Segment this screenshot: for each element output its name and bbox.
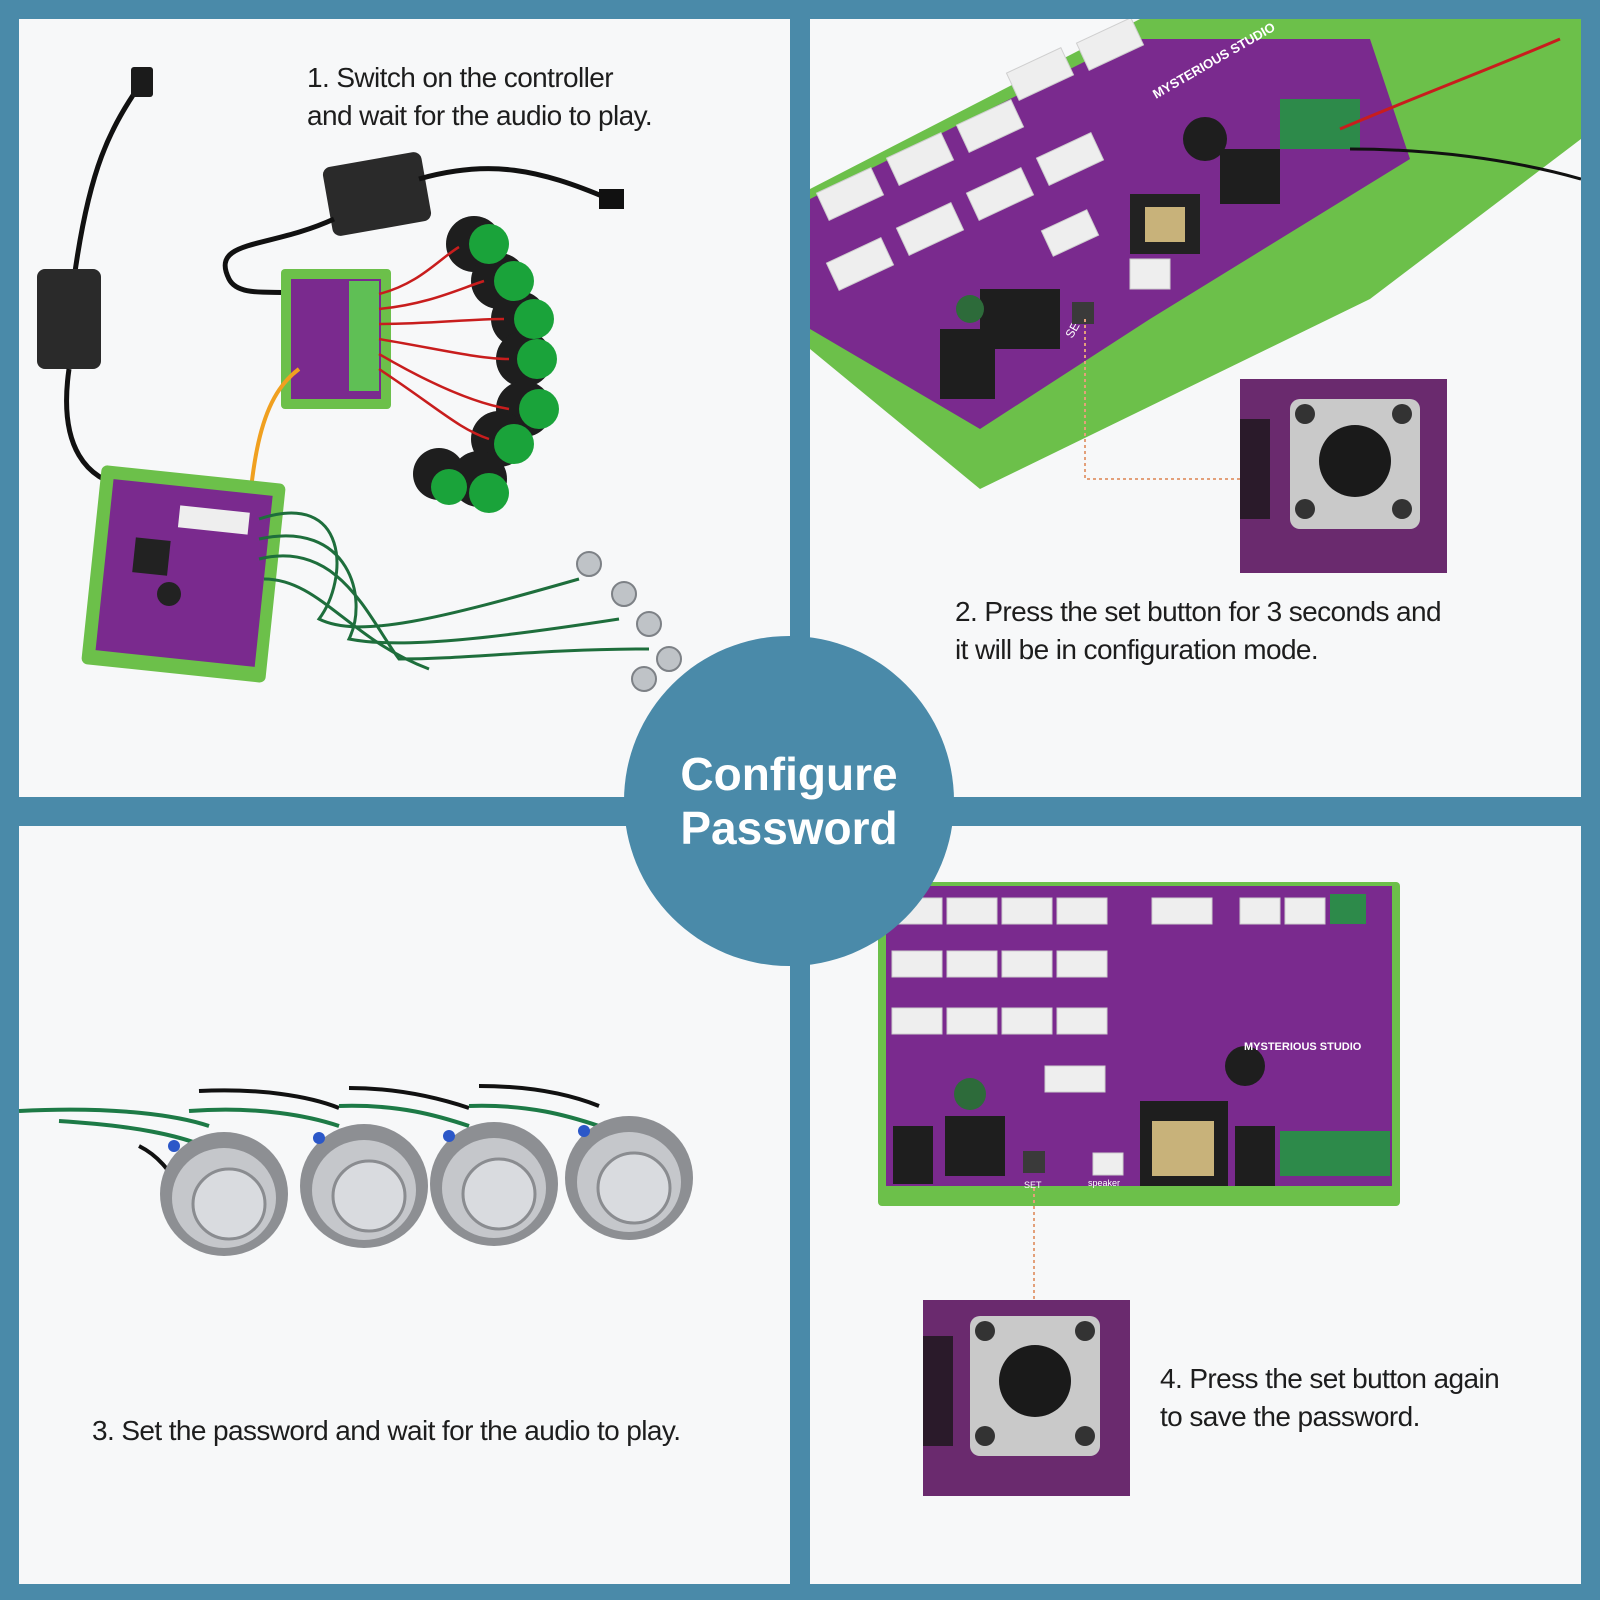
step-4-line-1: 4. Press the set button again <box>1160 1363 1500 1394</box>
step-1-line-1: 1. Switch on the controller <box>307 62 614 93</box>
step-3-text: 3. Set the password and wait for the aud… <box>92 1412 681 1450</box>
power-adapter-left <box>37 67 153 492</box>
badge-line-2: Password <box>680 802 898 854</box>
brand-label-bottom: MYSTERIOUS STUDIO <box>1244 1041 1362 1053</box>
speaker-label: speaker <box>1088 1178 1120 1188</box>
set-label-bottom: SET <box>1024 1180 1042 1190</box>
metal-buttons-illustration <box>19 1084 693 1256</box>
step-1-panel: 1. Switch on the controller and wait for… <box>19 19 790 797</box>
set-button-zoom-inset <box>1240 379 1447 573</box>
step-3-line-1: 3. Set the password and wait for the aud… <box>92 1415 681 1446</box>
badge-line-1: Configure <box>680 748 898 800</box>
step-4-line-2: to save the password. <box>1160 1401 1420 1432</box>
step-2-text: 2. Press the set button for 3 seconds an… <box>955 593 1442 669</box>
metal-button-3 <box>430 1122 558 1246</box>
step-2-line-1: 2. Press the set button for 3 seconds an… <box>955 596 1442 627</box>
step-3-panel: 3. Set the password and wait for the aud… <box>19 826 790 1584</box>
metal-button-2 <box>300 1124 428 1248</box>
metal-button-4 <box>565 1116 693 1240</box>
step-1-line-2: and wait for the audio to play. <box>307 100 653 131</box>
metal-button-1 <box>160 1132 288 1256</box>
board-top-view-illustration: MYSTERIOUS STUDIO SET speaker <box>878 882 1400 1496</box>
step-1-text: 1. Switch on the controller and wait for… <box>307 59 653 135</box>
controller-kit-illustration <box>37 67 682 692</box>
main-controller-board <box>81 465 286 683</box>
board-closeup-illustration: MYSTERIOUS STUDIO SET <box>810 19 1581 573</box>
set-button-zoom-inset-2 <box>923 1300 1130 1496</box>
step-2-panel: MYSTERIOUS STUDIO SET 2. Press the set b… <box>810 19 1581 797</box>
configure-password-badge: Configure Password <box>624 636 954 966</box>
step-2-line-2: it will be in configuration mode. <box>955 634 1319 665</box>
metal-buttons-small <box>576 551 682 692</box>
power-adapter-top <box>222 152 624 297</box>
step-4-panel: MYSTERIOUS STUDIO SET speaker 4. Press t… <box>810 826 1581 1584</box>
step-4-text: 4. Press the set button again to save th… <box>1160 1360 1500 1436</box>
